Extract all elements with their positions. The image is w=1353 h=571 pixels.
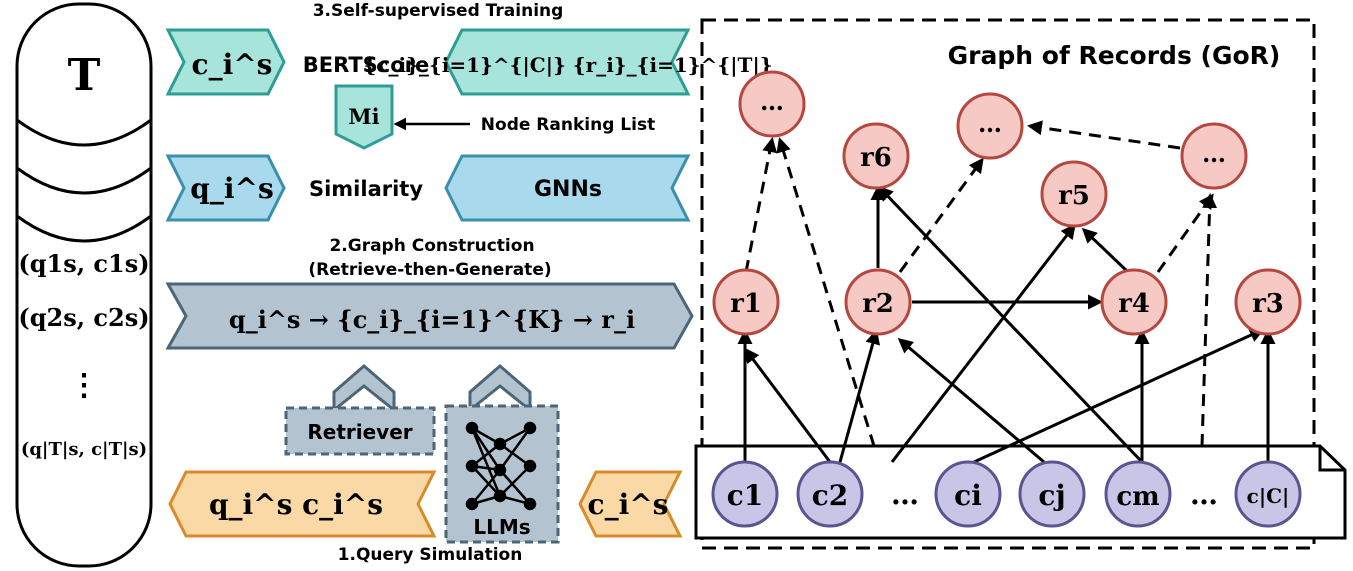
section-training-title: 3.Self-supervised Training bbox=[313, 1, 564, 21]
chunk-nodes: c1 c2 … ci cj cm … c|C| bbox=[711, 460, 1302, 528]
retriever-label: Retriever bbox=[307, 420, 412, 444]
section-construction-title: 2.Graph Construction bbox=[329, 236, 534, 256]
record-node-r2: r2 bbox=[844, 268, 912, 336]
mi-badge bbox=[334, 84, 394, 150]
svg-text:c2: c2 bbox=[812, 479, 849, 512]
document-fold bbox=[1318, 446, 1345, 472]
ci-s-chevron bbox=[165, 28, 286, 96]
svg-text:r4: r4 bbox=[1118, 289, 1150, 319]
svg-text:cj: cj bbox=[1038, 479, 1065, 512]
record-node-ellipsis-1: … bbox=[738, 70, 806, 138]
graph-edges-dashed bbox=[744, 120, 1218, 447]
record-node-ellipsis-3: … bbox=[1180, 122, 1248, 190]
llms-label: LLMs bbox=[473, 515, 530, 539]
svg-text:…: … bbox=[978, 109, 1002, 138]
chunk-node-c-last: c|C| bbox=[1234, 460, 1302, 528]
stack-pair-last: (q|T|s, c|T|s) bbox=[21, 439, 147, 460]
qi-s-chevron bbox=[165, 154, 286, 222]
svg-text:c1: c1 bbox=[727, 479, 764, 512]
gor-title: Graph of Records (GoR) bbox=[948, 41, 1281, 70]
chunk-node-c2: c2 bbox=[796, 460, 864, 528]
chunk-node-c1: c1 bbox=[711, 460, 779, 528]
stack-layer-3 bbox=[16, 214, 152, 243]
svg-text:r2: r2 bbox=[862, 289, 894, 319]
construction-chevron bbox=[165, 282, 694, 350]
llms-up-chevron bbox=[468, 364, 532, 414]
mi-label: Mi bbox=[348, 104, 379, 129]
record-nodes: r1 r2 r3 r4 r5 r6 … … … bbox=[712, 70, 1302, 336]
training-data-stack: T (q1s, c1s) (q2s, c2s) ⋮ (q|T|s, c|T|s) bbox=[15, 2, 153, 568]
record-node-r4: r4 bbox=[1100, 268, 1168, 336]
svg-text:r3: r3 bbox=[1252, 289, 1284, 319]
retriever-box bbox=[284, 406, 436, 456]
svg-text:cm: cm bbox=[1116, 482, 1159, 512]
ci-s-source-label: c_i^s bbox=[588, 488, 669, 521]
records-set-chevron bbox=[444, 28, 691, 96]
chunk-ellipsis-1: … bbox=[891, 478, 919, 511]
node-ranking-label: Node Ranking List bbox=[481, 115, 655, 135]
section-simulation-title: 1.Query Simulation bbox=[338, 545, 523, 565]
neural-network-icon bbox=[465, 421, 537, 511]
svg-text:ci: ci bbox=[954, 479, 982, 512]
svg-text:r5: r5 bbox=[1058, 181, 1090, 211]
chunk-node-ci: ci bbox=[934, 460, 1002, 528]
similarity-label: Similarity bbox=[309, 177, 423, 201]
chunk-ellipsis-2: … bbox=[1190, 478, 1218, 511]
qi-s-label: q_i^s bbox=[190, 172, 273, 205]
chunk-node-cj: cj bbox=[1018, 460, 1086, 528]
chunk-node-cm: cm bbox=[1104, 460, 1172, 528]
stack-layer-2 bbox=[16, 166, 152, 195]
ci-s-label: c_i^s bbox=[192, 48, 273, 81]
svg-text:r1: r1 bbox=[730, 289, 762, 319]
record-node-r6: r6 bbox=[842, 122, 910, 190]
ci-s-source-chevron bbox=[578, 470, 683, 538]
query-pair-chevron bbox=[168, 470, 437, 538]
stack-layer-1 bbox=[16, 118, 152, 147]
svg-text:r6: r6 bbox=[860, 143, 892, 173]
stack-ellipsis: ⋮ bbox=[69, 368, 99, 403]
record-node-r5: r5 bbox=[1040, 160, 1108, 228]
gnns-label: GNNs bbox=[534, 177, 602, 202]
record-node-r3: r3 bbox=[1234, 268, 1302, 336]
svg-text:c|C|: c|C| bbox=[1247, 484, 1290, 508]
stack-pair-2: (q2s, c2s) bbox=[18, 303, 149, 332]
construction-label: q_i^s → {c_i}_{i=1}^{K} → r_i bbox=[229, 305, 635, 334]
record-node-r1: r1 bbox=[712, 268, 780, 336]
stack-top-label: T bbox=[68, 50, 101, 101]
svg-text:…: … bbox=[1202, 139, 1226, 168]
bertscore-label: BERTScore bbox=[303, 53, 430, 77]
gor-frame bbox=[700, 18, 1316, 550]
records-set-label: {c_i}_{i=1}^{|C|} {r_i}_{i=1}^{|T|} bbox=[363, 53, 772, 77]
section-construction-subtitle: (Retrieve-then-Generate) bbox=[308, 260, 551, 280]
stack-body bbox=[15, 2, 153, 568]
stack-pair-1: (q1s, c1s) bbox=[18, 249, 149, 278]
svg-text:…: … bbox=[760, 87, 784, 116]
retriever-up-chevron bbox=[332, 364, 396, 414]
gnns-chevron bbox=[444, 154, 691, 222]
record-node-ellipsis-2: … bbox=[956, 92, 1024, 160]
query-pair-label: q_i^s c_i^s bbox=[209, 488, 383, 521]
graph-edges-solid bbox=[737, 185, 1276, 464]
